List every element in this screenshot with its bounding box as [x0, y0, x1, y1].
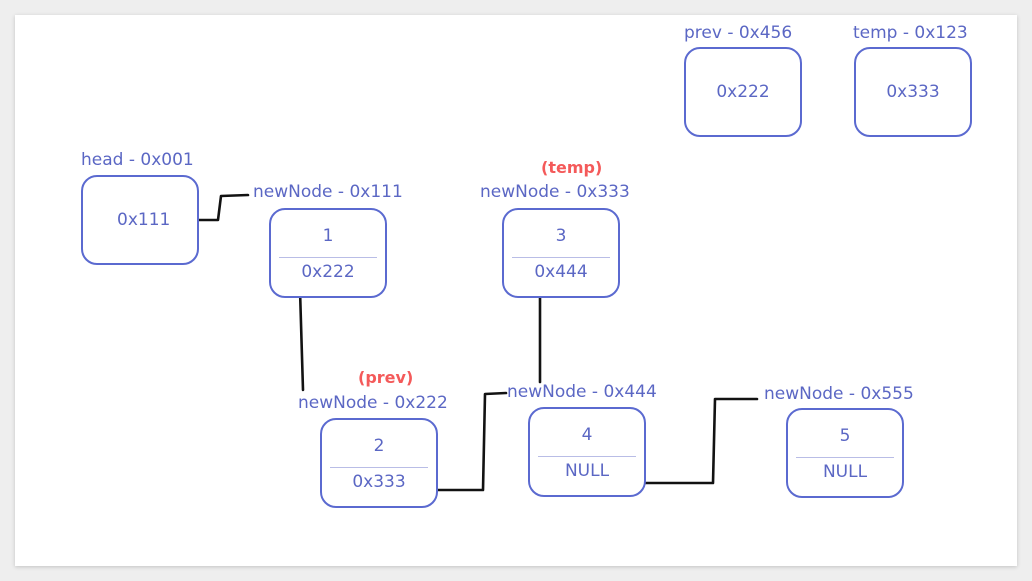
- node-4-box: 4 NULL: [528, 407, 646, 497]
- node-5-box: 5 NULL: [786, 408, 904, 498]
- node-2-label: newNode - 0x222: [298, 393, 448, 413]
- wire-node-1-to-node-2: [298, 288, 305, 392]
- prev-variable-box: 0x222: [684, 47, 802, 137]
- prev-variable-label: prev - 0x456: [684, 23, 793, 43]
- node-5-divider: [796, 457, 894, 458]
- node-3-next: 0x444: [534, 262, 588, 282]
- node-4-divider: [538, 456, 636, 457]
- node-1-data: 1: [322, 226, 334, 246]
- prev-tag: (prev): [358, 368, 414, 387]
- node-5-label: newNode - 0x555: [764, 384, 914, 404]
- temp-variable-value: 0x333: [886, 82, 940, 102]
- node-2-divider: [330, 467, 428, 468]
- head-value: 0x111: [117, 210, 171, 230]
- node-5-data: 5: [839, 426, 851, 446]
- wire-head-to-node-1: [178, 193, 250, 222]
- temp-variable-box: 0x333: [854, 47, 972, 137]
- temp-tag: (temp): [541, 158, 603, 177]
- node-2-next: 0x333: [352, 472, 406, 492]
- node-2-box: 2 0x333: [320, 418, 438, 508]
- node-3-divider: [512, 257, 610, 258]
- node-1-next: 0x222: [301, 262, 355, 282]
- node-4-next: NULL: [564, 461, 610, 481]
- temp-variable-label: temp - 0x123: [853, 23, 968, 43]
- prev-variable-value: 0x222: [716, 82, 770, 102]
- node-4-data: 4: [581, 425, 593, 445]
- node-1-box: 1 0x222: [269, 208, 387, 298]
- head-label: head - 0x001: [81, 150, 194, 170]
- node-1-divider: [279, 257, 377, 258]
- node-3-label: newNode - 0x333: [480, 182, 630, 202]
- node-1-label: newNode - 0x111: [253, 182, 403, 202]
- node-4-label: newNode - 0x444: [507, 382, 657, 402]
- node-5-next: NULL: [822, 462, 868, 482]
- node-3-data: 3: [555, 226, 567, 246]
- wire-node-2-to-node-4: [418, 391, 508, 492]
- wire-node-4-to-node-5: [628, 397, 759, 485]
- head-box: 0x111: [81, 175, 199, 265]
- node-2-data: 2: [373, 436, 385, 456]
- node-3-box: 3 0x444: [502, 208, 620, 298]
